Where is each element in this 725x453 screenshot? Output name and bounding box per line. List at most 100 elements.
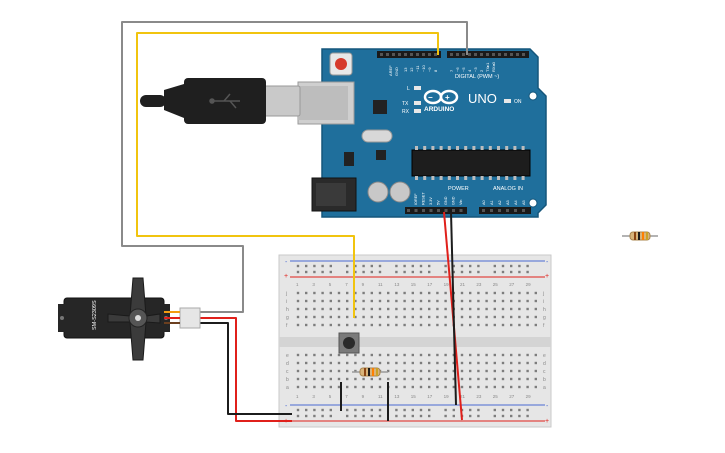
terminal-hole — [296, 323, 300, 327]
model-label: UNO — [468, 91, 497, 106]
terminal-hole — [477, 353, 480, 357]
column-label: 13 — [394, 282, 400, 287]
reset-button-cap[interactable] — [335, 58, 347, 70]
terminal-hole — [510, 369, 513, 373]
terminal-hole — [534, 315, 537, 319]
rail-minus-label-bottom: - — [285, 403, 288, 410]
rail-hole — [501, 408, 505, 412]
terminal-hole — [313, 353, 316, 357]
rail-hole — [510, 408, 513, 412]
column-label: 3 — [312, 282, 315, 287]
rail-hole — [321, 414, 324, 418]
column-label: 15 — [411, 282, 417, 287]
terminal-hole — [378, 299, 382, 303]
rail-hole — [510, 414, 513, 418]
terminal-hole — [477, 377, 480, 381]
terminal-hole — [305, 361, 308, 365]
wire-yellow-button[interactable] — [136, 32, 439, 318]
row-label: c — [286, 369, 289, 375]
rail-hole — [526, 270, 529, 274]
terminal-hole — [362, 377, 365, 381]
chip-pin — [521, 146, 525, 150]
terminal-hole — [428, 353, 431, 357]
terminal-hole — [534, 361, 537, 365]
rail-hole — [329, 414, 332, 418]
wire-red-servo-power[interactable] — [199, 317, 292, 422]
chip-pin — [439, 176, 443, 180]
analog-pin-label: A3 — [506, 200, 510, 205]
terminal-hole — [444, 353, 447, 357]
chip-pin — [472, 176, 476, 180]
terminal-hole — [501, 323, 505, 327]
mounting-hole — [528, 198, 538, 208]
rail-hole — [296, 414, 300, 418]
chip-pin — [488, 146, 492, 150]
terminal-hole — [419, 291, 423, 295]
pin-hole — [416, 53, 419, 56]
pin-hole — [407, 209, 410, 212]
resistor-loose[interactable] — [622, 231, 658, 241]
chip-pin — [513, 146, 517, 150]
rail-plus-label-top-right: + — [545, 273, 549, 280]
digital-pin-label: 13 — [403, 67, 408, 72]
pin-hole — [522, 209, 525, 212]
terminal-hole — [518, 299, 521, 303]
rail-hole — [354, 264, 357, 268]
rail-hole — [354, 414, 357, 418]
terminal-hole — [378, 353, 382, 357]
terminal-hole — [526, 353, 529, 357]
terminal-hole — [411, 369, 414, 373]
terminal-hole — [452, 385, 455, 389]
push-button[interactable] — [338, 332, 360, 354]
digital-pin-label: ~10 — [421, 64, 426, 72]
servo-motor[interactable]: SM-S2309S — [58, 277, 201, 361]
terminal-hole — [469, 291, 472, 295]
terminal-hole — [493, 353, 496, 357]
usb-cable[interactable] — [140, 78, 301, 124]
terminal-hole — [362, 323, 365, 327]
resistor-breadboard[interactable] — [352, 367, 388, 377]
terminal-hole — [436, 369, 439, 373]
terminal-hole — [493, 323, 496, 327]
terminal-hole — [395, 377, 398, 381]
rail-hole — [469, 264, 472, 268]
led-on-label: ON — [514, 99, 522, 105]
terminal-hole — [518, 307, 521, 311]
crystal — [361, 129, 393, 143]
terminal-hole — [296, 377, 300, 381]
rail-hole — [510, 270, 513, 274]
terminal-hole — [493, 315, 496, 319]
terminal-hole — [378, 361, 382, 365]
terminal-hole — [313, 361, 316, 365]
terminal-hole — [403, 307, 406, 311]
terminal-hole — [370, 323, 373, 327]
terminal-hole — [510, 299, 513, 303]
terminal-hole — [460, 291, 464, 295]
terminal-hole — [510, 353, 513, 357]
terminal-hole — [321, 377, 324, 381]
terminal-hole — [387, 315, 390, 319]
terminal-hole — [387, 369, 390, 373]
column-label: 27 — [509, 394, 515, 399]
terminal-hole — [485, 385, 488, 389]
rail-hole — [395, 270, 398, 274]
terminal-hole — [337, 353, 341, 357]
terminal-hole — [419, 299, 423, 303]
rail-hole — [518, 408, 521, 412]
wire-black-gnd[interactable] — [450, 211, 457, 406]
wire-black-servo-ground[interactable] — [199, 322, 292, 415]
terminal-hole — [403, 323, 406, 327]
terminal-hole — [419, 361, 423, 365]
push-button-cap[interactable] — [343, 337, 355, 349]
terminal-hole — [526, 361, 529, 365]
column-label: 21 — [460, 394, 466, 399]
wire-gray-servo-signal[interactable] — [121, 21, 468, 313]
row-label: e — [543, 353, 546, 359]
rail-hole — [395, 264, 398, 268]
analog-pin-label: A5 — [522, 200, 526, 205]
terminal-hole — [428, 291, 431, 295]
